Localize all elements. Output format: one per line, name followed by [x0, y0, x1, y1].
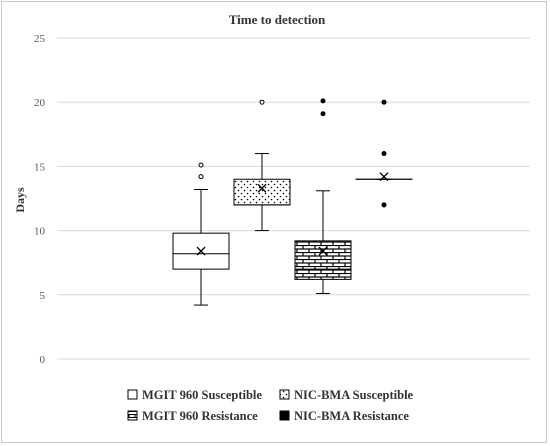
- outlier-point: [381, 202, 387, 208]
- y-tick-label: 0: [40, 354, 46, 366]
- box-3: [294, 98, 352, 295]
- outlier-point: [381, 99, 387, 105]
- gridlines: [57, 37, 530, 360]
- mean-marker: [379, 172, 389, 182]
- outlier-point: [259, 99, 265, 105]
- legend-item: NIC-BMA Resistance: [279, 409, 409, 423]
- legend: MGIT 960 Susceptible NIC-BMA SusceptibleM…: [127, 388, 414, 423]
- boxes: [172, 98, 413, 306]
- legend-label: MGIT 960 Resistance: [142, 409, 258, 423]
- y-axis-label: Days: [13, 187, 27, 213]
- outlier-point: [381, 151, 387, 157]
- legend-swatch: [279, 410, 290, 421]
- y-tick-label: 15: [34, 161, 46, 173]
- legend-swatch: [127, 410, 138, 421]
- y-tick-label: 10: [34, 226, 46, 238]
- legend-label: NIC-BMA Susceptible: [294, 388, 414, 402]
- y-tick-label: 20: [34, 97, 46, 109]
- legend-item: MGIT 960 Resistance: [127, 409, 258, 423]
- legend-item: NIC-BMA Susceptible: [279, 388, 414, 402]
- iqr-box: [294, 240, 352, 280]
- outlier-point: [320, 98, 326, 104]
- box-4: [355, 99, 413, 208]
- legend-label: NIC-BMA Resistance: [294, 409, 409, 423]
- mean-marker: [196, 246, 206, 256]
- y-tick-label: 5: [40, 290, 46, 302]
- outlier-point: [198, 162, 204, 168]
- legend-swatch: [279, 389, 290, 400]
- legend-swatch: [127, 389, 138, 400]
- mean-marker: [257, 183, 267, 193]
- legend-item: MGIT 960 Susceptible: [127, 388, 262, 402]
- box-1: [172, 162, 230, 306]
- legend-label: MGIT 960 Susceptible: [142, 388, 262, 402]
- box-2: [233, 99, 291, 232]
- y-tick-labels: 0 5 10 15 20 25: [34, 33, 46, 366]
- iqr-box: [233, 178, 291, 206]
- outlier-point: [320, 111, 326, 117]
- mean-marker: [318, 246, 328, 256]
- chart-title: Time to detection: [229, 12, 326, 27]
- y-tick-label: 25: [34, 33, 46, 45]
- outlier-point: [198, 174, 204, 180]
